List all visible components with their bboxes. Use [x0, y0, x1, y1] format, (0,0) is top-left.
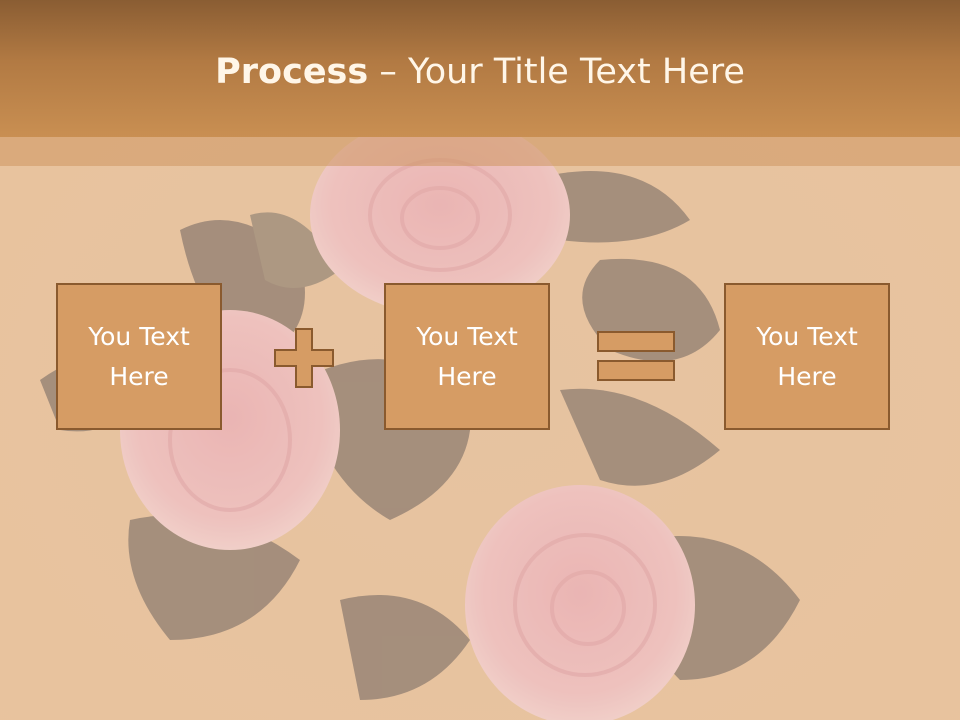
slide-title-separator: – [368, 52, 408, 92]
slide-title-bold: Process [215, 52, 369, 92]
plus-icon [274, 328, 334, 388]
process-box-3: You Text Here [724, 283, 890, 430]
slide-title: Process – Your Title Text Here [0, 52, 960, 92]
slide-title-rest: Your Title Text Here [407, 52, 745, 92]
process-box-1: You Text Here [56, 283, 222, 430]
process-box-2: You Text Here [384, 283, 550, 430]
equals-icon [597, 331, 675, 381]
title-bar [0, 0, 960, 137]
title-bar-band [0, 137, 960, 166]
